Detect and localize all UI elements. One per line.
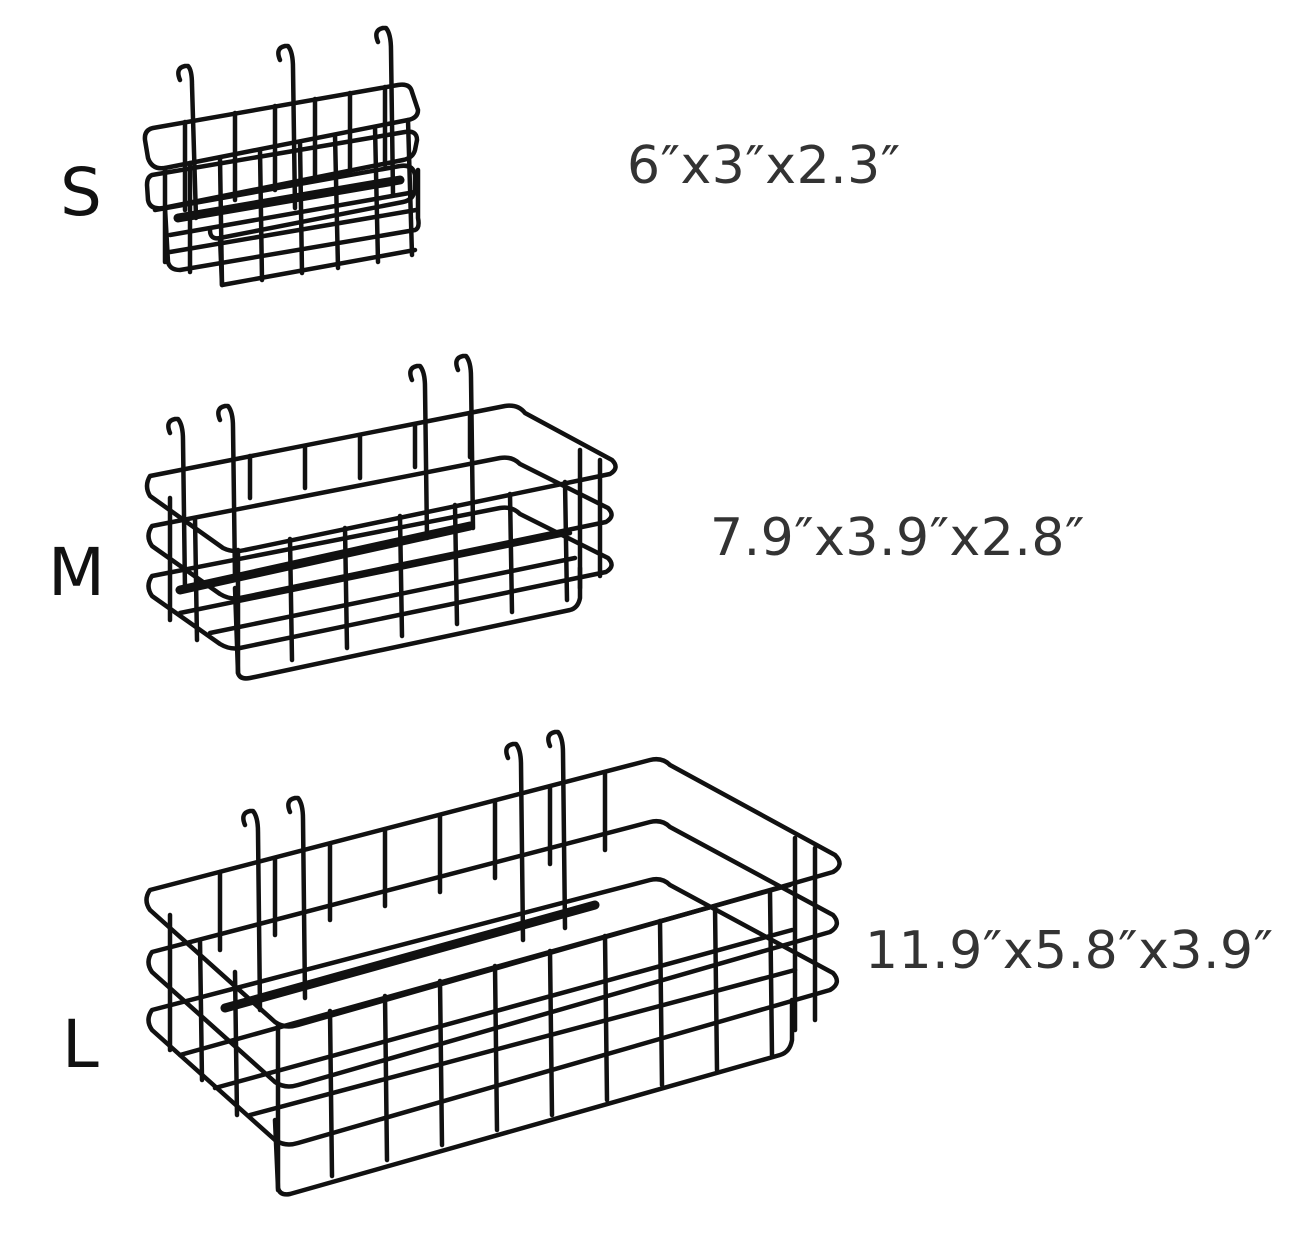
dimensions-large: 11.9″x5.8″x3.9″: [865, 921, 1274, 981]
size-label-large: L: [62, 1006, 99, 1083]
medium-wire-basket-icon: [144, 353, 618, 681]
size-label-medium: M: [48, 534, 105, 611]
dimensions-small: 6″x3″x2.3″: [627, 136, 901, 196]
large-wire-basket-icon: [144, 729, 842, 1197]
size-label-small: S: [60, 154, 102, 231]
small-wire-basket-icon: [142, 25, 421, 288]
dimensions-medium: 7.9″x3.9″x2.8″: [710, 508, 1085, 568]
